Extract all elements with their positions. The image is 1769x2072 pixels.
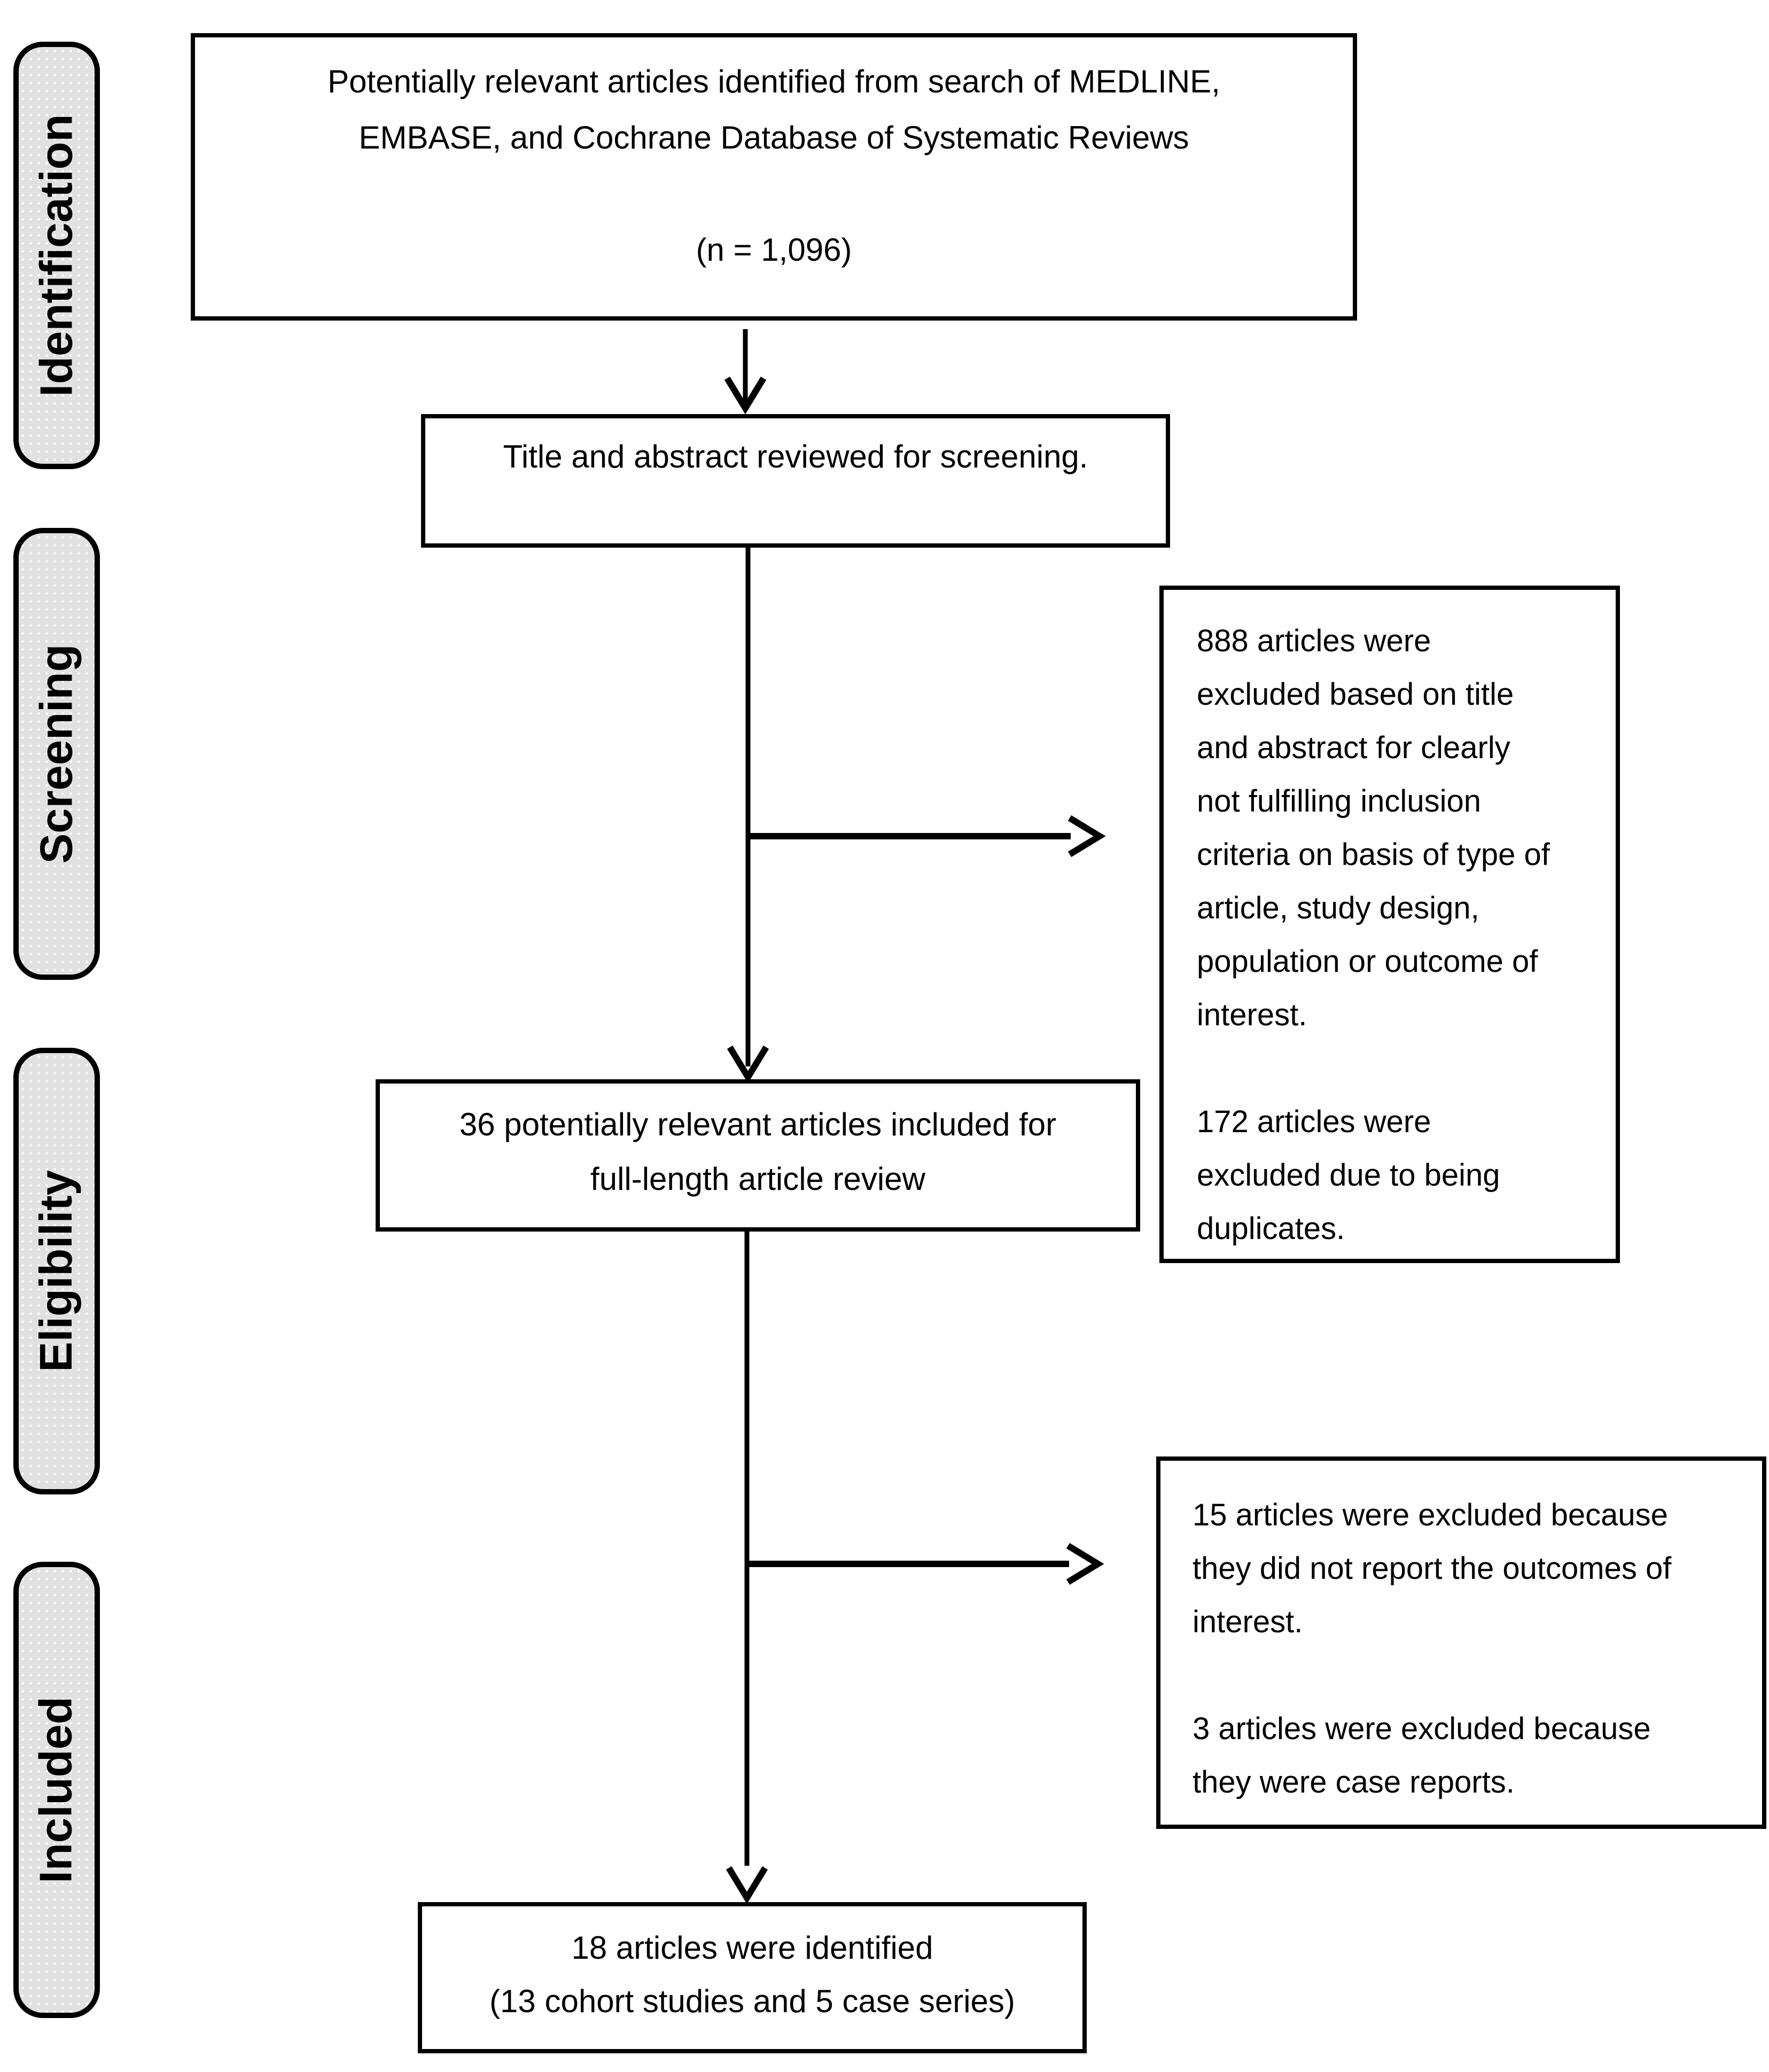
box-full-text-review: 36 potentially relevant articles include… [376, 1079, 1140, 1232]
arrow-branch-excluded-fulltext [747, 1543, 1104, 1585]
arrow-fulltext-to-included [726, 1229, 768, 1904]
stage-label-eligibility: Eligibility [13, 1048, 100, 1494]
box-search-results-text: Potentially relevant articles identified… [328, 64, 1220, 268]
stage-label-screening: Screening [13, 528, 100, 980]
stage-label-included: Included [13, 1562, 100, 2018]
stage-label-eligibility-text: Eligibility [31, 1170, 82, 1372]
box-excluded-at-screening-text: 888 articles were excluded based on titl… [1197, 624, 1550, 1246]
arrow-screening-to-fulltext [727, 546, 769, 1084]
stage-label-screening-text: Screening [31, 644, 82, 864]
arrow-branch-excluded-screening [748, 815, 1106, 858]
box-excluded-at-screening: 888 articles were excluded based on titl… [1159, 586, 1620, 1263]
stage-label-identification-text: Identification [31, 114, 82, 397]
box-full-text-review-text: 36 potentially relevant articles include… [459, 1107, 1057, 1197]
stage-label-identification: Identification [13, 42, 100, 469]
box-included-articles: 18 articles were identified (13 cohort s… [418, 1902, 1087, 2053]
box-excluded-at-full-text: 15 articles were excluded because they d… [1156, 1456, 1766, 1829]
box-included-articles-text: 18 articles were identified (13 cohort s… [489, 1930, 1015, 2019]
box-excluded-at-full-text-text: 15 articles were excluded because they d… [1193, 1498, 1672, 1800]
box-title-abstract-screening-text: Title and abstract reviewed for screenin… [503, 439, 1088, 474]
arrow-search-to-screening [724, 329, 767, 415]
stage-label-included-text: Included [31, 1696, 82, 1883]
box-title-abstract-screening: Title and abstract reviewed for screenin… [421, 414, 1170, 548]
box-search-results: Potentially relevant articles identified… [191, 33, 1357, 321]
